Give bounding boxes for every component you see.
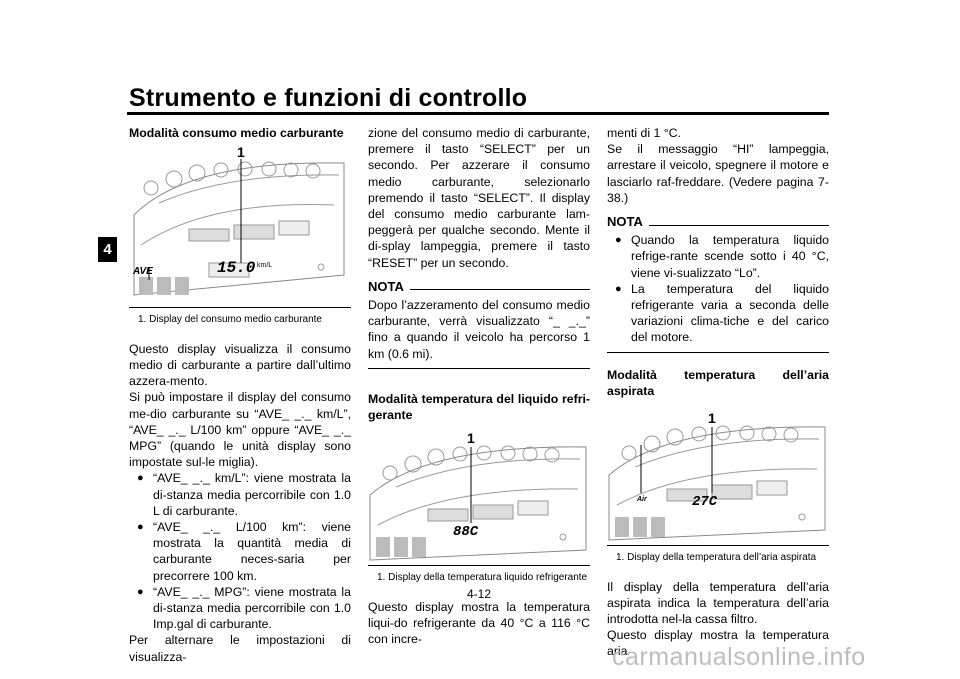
lcd-main-value: 27C — [692, 494, 718, 510]
callout-number: 1 — [467, 430, 475, 446]
instrument-cluster-illustration-2: 88C 1 — [369, 430, 587, 561]
paragraph: Per alternare le impostazioni di visuali… — [129, 633, 351, 664]
title-rule — [127, 112, 829, 115]
figure-caption: 1. Display della temperatura liquido ref… — [377, 572, 588, 584]
nota-end-rule — [368, 367, 590, 369]
chapter-tab: 4 — [98, 237, 117, 262]
list-item: Quando la temperatura liquido refrige-ra… — [607, 232, 829, 281]
lcd-left-label: Air — [636, 496, 648, 503]
paragraph: Questo display mostra la temperatura ari… — [607, 628, 829, 659]
figure-fuel-display: AVE 15.0 km/L 1 — [129, 145, 351, 305]
page-title: Strumento e funzioni di controllo — [129, 84, 528, 112]
figure-air-display: Air 27C 1 — [607, 405, 829, 545]
section-heading-coolant: Modalità temperatura del liquido refri-g… — [368, 391, 590, 423]
instrument-cluster-illustration-1: AVE 15.0 km/L 1 — [132, 145, 345, 296]
column-2: zione del consumo medio di carburante, p… — [368, 125, 590, 647]
bullet-list: “AVE_ _._ km/L”: viene mostrata la di-st… — [129, 470, 351, 632]
paragraph: Se il messaggio “HI” lampeggia, arrestar… — [607, 142, 829, 205]
paragraph: menti di 1 °C. — [607, 126, 681, 140]
figure-caption: 1. Display del consumo medio carburante — [138, 314, 322, 326]
lcd-main-value: 88C — [453, 524, 479, 540]
list-item: “AVE_ _._ L/100 km”: viene mostrata la q… — [129, 519, 351, 584]
list-item: “AVE_ _._ km/L”: viene mostrata la di-st… — [129, 470, 351, 519]
section-heading-fuel: Modalità consumo medio carburante — [129, 126, 344, 140]
figure-caption: 1. Display della temperatura dell’aria a… — [616, 552, 817, 564]
callout-number: 1 — [708, 410, 716, 426]
nota-header: NOTA — [607, 214, 829, 230]
nota-text: Dopo l’azzeramento del consumo medio car… — [368, 298, 590, 361]
column-1: Modalità consumo medio carburante AVE 15… — [129, 125, 351, 665]
nota-header: NOTA — [368, 279, 590, 295]
figure-coolant-display: 88C 1 — [368, 425, 590, 565]
section-heading-air: Modalità temperatura dell’aria aspirata — [607, 367, 829, 398]
instrument-cluster-illustration-3: Air 27C 1 — [608, 410, 826, 541]
page-number: 4-12 — [467, 587, 492, 601]
paragraph: Questo display visualizza il consumo med… — [129, 341, 351, 389]
nota-end-rule — [607, 351, 829, 353]
paragraph: Questo display mostra la temperatura liq… — [368, 599, 590, 647]
paragraph: Si può impostare il display del consumo … — [129, 390, 351, 470]
paragraph: Il display della temperatura dell’aria a… — [607, 579, 829, 626]
column-3: menti di 1 °C. Se il messaggio “HI” lamp… — [607, 125, 829, 660]
caption-rule — [607, 545, 829, 547]
list-item: “AVE_ _._ MPG”: viene mostrata la di-sta… — [129, 584, 351, 633]
bullet-list: Quando la temperatura liquido refrige-ra… — [607, 232, 829, 345]
lcd-left-label: AVE — [132, 266, 153, 277]
lcd-unit: km/L — [257, 262, 272, 269]
caption-rule — [368, 565, 590, 567]
lcd-main-value: 15.0 — [217, 259, 256, 277]
watermark: carmanualsonline.info — [612, 643, 866, 671]
callout-number: 1 — [237, 145, 245, 160]
paragraph: zione del consumo medio di carburante, p… — [368, 126, 590, 270]
list-item: La temperatura del liquido refrigerante … — [607, 281, 829, 346]
caption-rule — [129, 307, 351, 309]
